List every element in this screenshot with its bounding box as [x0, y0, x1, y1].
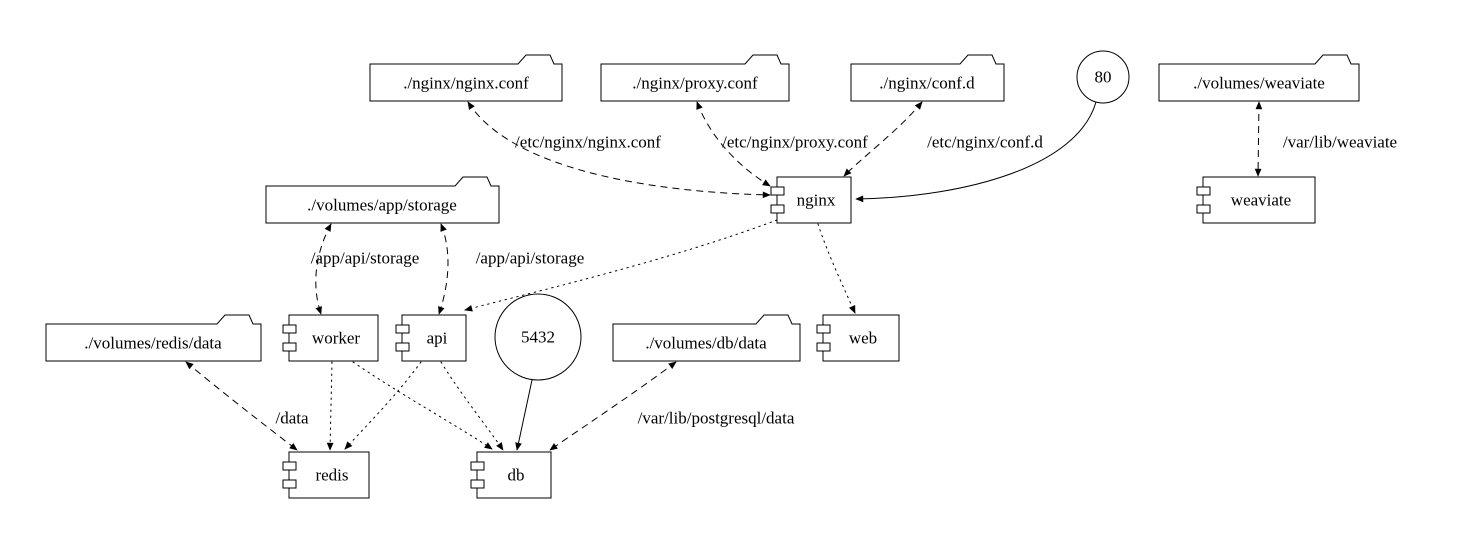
edge-nginx-to-web: [817, 223, 856, 314]
edge-worker-to-db: [352, 361, 493, 450]
node-proxy-conf: ./nginx/proxy.conf: [600, 54, 790, 102]
folder-shape: [1158, 54, 1360, 102]
node-web: web: [816, 314, 900, 362]
node-label: ./volumes/app/storage: [307, 196, 457, 215]
component-icon: [816, 324, 831, 352]
folder-shape: [45, 314, 262, 362]
node-api: api: [395, 314, 467, 362]
node-label: ./volumes/weaviate: [1193, 74, 1325, 93]
folder-shape: [600, 54, 790, 102]
node-port-80: 80: [1076, 50, 1130, 104]
node-worker: worker: [282, 314, 379, 362]
edge-label-db-mount: /var/lib/postgresql/data: [638, 409, 795, 428]
port-circle: [494, 293, 582, 381]
edge-label-api-storage-mount: /app/api/storage: [476, 249, 585, 268]
edge-conf-d-to-nginx: [843, 101, 923, 177]
component-icon: [1196, 186, 1211, 214]
component-icon: [395, 324, 410, 352]
edge-api-to-db: [440, 361, 504, 451]
component-shape: [476, 451, 552, 499]
node-weaviate: weaviate: [1196, 176, 1316, 224]
edge-label-nginx-conf-mount: /etc/nginx/nginx.conf: [515, 133, 661, 152]
edge-port80-to-nginx: [855, 101, 1097, 203]
node-label: db: [508, 466, 525, 485]
component-icon: [470, 461, 485, 489]
edge-db-data-to-db: [549, 361, 677, 451]
component-shape: [288, 451, 370, 499]
node-nginx-conf: ./nginx/nginx.conf: [369, 54, 563, 102]
edge-nginx-to-api: [464, 219, 778, 312]
node-label: weaviate: [1231, 191, 1291, 210]
edge-worker-to-redis: [326, 361, 334, 451]
node-label: nginx: [797, 191, 836, 210]
node-volumes-db-data: ./volumes/db/data: [612, 314, 801, 362]
edge-port5432-to-db: [515, 379, 533, 451]
port-circle: [1076, 50, 1130, 104]
component-icon: [770, 186, 785, 214]
edge-api-to-redis: [344, 361, 422, 450]
node-volumes-app-storage: ./volumes/app/storage: [265, 176, 500, 224]
edge-label-weaviate-mount: /var/lib/weaviate: [1283, 133, 1397, 152]
folder-shape: [612, 314, 801, 362]
edge-volumes-weaviate-to-weaviate: [1254, 101, 1263, 177]
node-volumes-redis-data: ./volumes/redis/data: [45, 314, 262, 362]
edge-label-conf-d-mount: /etc/nginx/conf.d: [927, 133, 1043, 152]
node-label: ./nginx/conf.d: [879, 74, 975, 93]
component-shape: [401, 314, 467, 362]
edge-nginx-conf-to-nginx: [467, 101, 771, 199]
node-label: 5432: [521, 328, 555, 347]
edges-layer: [185, 101, 1263, 451]
edge-labels-layer: /etc/nginx/nginx.conf /etc/nginx/proxy.c…: [275, 133, 1397, 428]
node-redis: redis: [282, 451, 370, 499]
component-shape: [776, 176, 852, 224]
node-label: ./nginx/proxy.conf: [632, 74, 758, 93]
edge-storage-to-api: [438, 223, 449, 315]
node-label: redis: [315, 466, 348, 485]
node-label: web: [849, 329, 877, 348]
node-conf-d: ./nginx/conf.d: [850, 54, 1005, 102]
folder-shape: [369, 54, 563, 102]
edge-label-proxy-conf-mount: /etc/nginx/proxy.conf: [722, 133, 868, 152]
edge-proxy-conf-to-nginx: [696, 101, 771, 187]
component-shape: [822, 314, 900, 362]
node-port-5432: 5432: [494, 293, 582, 381]
node-db: db: [470, 451, 552, 499]
nodes-layer: ./nginx/nginx.conf ./nginx/proxy.conf ./…: [45, 50, 1360, 499]
node-label: api: [427, 329, 448, 348]
component-icon: [282, 324, 297, 352]
node-nginx: nginx: [770, 176, 852, 224]
edge-label-worker-storage-mount: /app/api/storage: [311, 249, 420, 268]
node-label: worker: [312, 329, 360, 348]
folder-shape: [265, 176, 500, 224]
edge-redis-data-to-redis: [185, 361, 298, 451]
node-volumes-weaviate: ./volumes/weaviate: [1158, 54, 1360, 102]
node-label: ./volumes/redis/data: [84, 334, 222, 353]
node-label: ./nginx/nginx.conf: [403, 74, 529, 93]
node-label: ./volumes/db/data: [645, 334, 767, 353]
folder-shape: [850, 54, 1005, 102]
edge-label-redis-mount: /data: [275, 409, 308, 428]
node-label: 80: [1095, 68, 1112, 87]
component-icon: [282, 461, 297, 489]
edge-storage-to-worker: [315, 223, 332, 315]
component-shape: [288, 314, 379, 362]
component-shape: [1202, 176, 1316, 224]
